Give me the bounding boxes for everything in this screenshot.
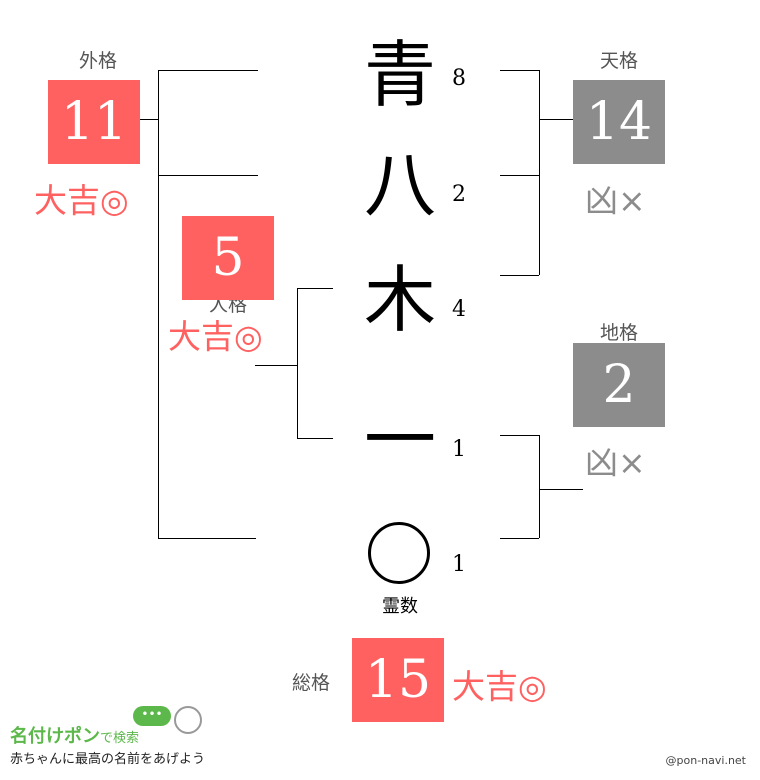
soukaku-label: 総格 [291, 672, 330, 694]
logo-suffix: で検索 [100, 731, 140, 746]
tenkaku-box: 14 [573, 80, 665, 164]
gaikaku-fortune: 大吉◎ [34, 181, 129, 220]
bracket-line [500, 175, 539, 176]
bracket-line [297, 438, 333, 439]
bracket-line [500, 435, 539, 436]
bracket-line [539, 435, 540, 538]
stroke-count: 8 [452, 66, 466, 91]
tenkaku-fortune: 凶× [585, 181, 646, 220]
jinkaku-fortune: 大吉◎ [168, 317, 263, 356]
stroke-count: 4 [452, 297, 466, 322]
bracket-line [140, 119, 158, 120]
name-char: 一 [363, 398, 436, 482]
gaikaku-label: 外格 [78, 50, 117, 72]
bracket-line [500, 538, 539, 539]
gaikaku-box: 11 [48, 80, 140, 164]
name-char: 八 [363, 143, 436, 227]
jinkaku-box: 5 [182, 216, 274, 300]
tenkaku-label: 天格 [599, 50, 638, 72]
logo-text: 名付けポン [10, 726, 100, 747]
bracket-line [297, 288, 298, 438]
bracket-line [539, 119, 573, 120]
bracket-line [539, 70, 540, 275]
name-char: 木 [363, 258, 436, 342]
name-char: 青 [363, 33, 436, 117]
chikaku-fortune: 凶× [585, 443, 646, 482]
bracket-line [500, 275, 539, 276]
bracket-line [158, 538, 256, 539]
stroke-count: 1 [452, 552, 466, 577]
baby-face-icon [174, 706, 202, 734]
bracket-line [158, 70, 258, 71]
site-credit: @pon-navi.net [665, 754, 746, 767]
bracket-line [158, 175, 258, 176]
speech-bubble-icon: ••• [133, 706, 171, 726]
bracket-line [255, 365, 297, 366]
reisu-label: 霊数 [382, 596, 418, 617]
bracket-line [539, 489, 583, 490]
chikaku-box: 2 [573, 343, 665, 427]
logo[interactable]: 名付けポンで検索 [10, 722, 139, 748]
bracket-line [500, 70, 539, 71]
chikaku-label: 地格 [599, 322, 638, 344]
bracket-line [297, 288, 333, 289]
soukaku-box: 15 [352, 638, 444, 722]
placeholder-circle [368, 522, 430, 584]
stroke-count: 2 [452, 182, 466, 207]
soukaku-fortune: 大吉◎ [452, 667, 547, 706]
stroke-count: 1 [452, 437, 466, 462]
tagline: 赤ちゃんに最高の名前をあげよう [10, 752, 206, 767]
bracket-line [158, 70, 159, 538]
